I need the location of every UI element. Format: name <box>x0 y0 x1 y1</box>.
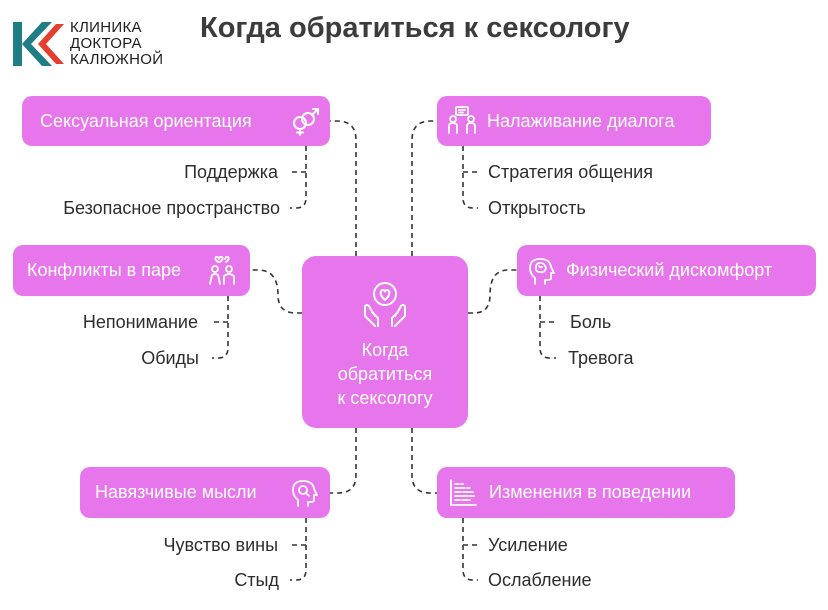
center-label-line-3: к сексологу <box>337 388 433 408</box>
node-label: Сексуальная ориентация <box>40 110 252 131</box>
node-label: Изменения в поведении <box>489 482 692 502</box>
node-label: Навязчивые мысли <box>95 482 257 502</box>
leaf-shame: Стыд <box>234 570 279 590</box>
node-dialog: Налаживание диалога <box>437 96 711 146</box>
head-search-icon <box>290 478 320 508</box>
node-label: Конфликты в паре <box>27 260 182 280</box>
leaf-guilt: Чувство вины <box>163 535 278 555</box>
couple-icon <box>207 255 237 286</box>
head-brain-icon <box>527 256 557 286</box>
center-node: Когда обратиться к сексологу <box>302 256 468 428</box>
clinic-name: КЛИНИКА ДОКТОРА КАЛЮЖНОЙ <box>70 20 163 68</box>
people-dialog-icon <box>447 106 477 136</box>
kk-logo-icon <box>13 22 64 66</box>
node-couple-conflicts: Конфликты в паре <box>13 245 250 296</box>
leaf-openness: Открытость <box>488 198 586 218</box>
leaf-communication-strategy: Стратегия общения <box>488 162 653 182</box>
heart-in-hands-icon <box>359 278 411 330</box>
chart-bars-icon <box>448 478 478 508</box>
leaf-support: Поддержка <box>184 162 278 182</box>
page-title: Когда обратиться к сексологу <box>200 12 630 44</box>
clinic-name-line-2: ДОКТОРА <box>70 35 142 52</box>
leaf-decrease: Ослабление <box>488 570 592 590</box>
node-behavior-changes: Изменения в поведении <box>437 467 735 518</box>
node-intrusive-thoughts: Навязчивые мысли <box>80 467 330 518</box>
center-label: Когда обратиться к сексологу <box>302 338 468 410</box>
node-label: Физический дискомфорт <box>566 260 773 280</box>
leaf-resentment: Обиды <box>141 348 199 368</box>
leaf-anxiety: Тревога <box>568 348 634 368</box>
leaf-increase: Усиление <box>488 535 568 555</box>
gender-symbols-icon <box>290 106 320 136</box>
leaf-safe-space: Безопасное пространство <box>63 198 280 218</box>
center-label-line-1: Когда <box>361 340 409 360</box>
clinic-name-line-1: КЛИНИКА <box>70 19 142 36</box>
center-label-line-2: обратиться <box>337 364 433 384</box>
clinic-logo <box>12 20 64 68</box>
clinic-name-line-3: КАЛЮЖНОЙ <box>70 51 164 68</box>
leaf-pain: Боль <box>570 312 612 332</box>
node-label: Налаживание диалога <box>487 110 675 131</box>
leaf-misunderstanding: Непонимание <box>82 312 198 332</box>
node-sexual-orientation: Сексуальная ориентация <box>22 96 330 146</box>
node-physical-discomfort: Физический дискомфорт <box>517 245 816 296</box>
